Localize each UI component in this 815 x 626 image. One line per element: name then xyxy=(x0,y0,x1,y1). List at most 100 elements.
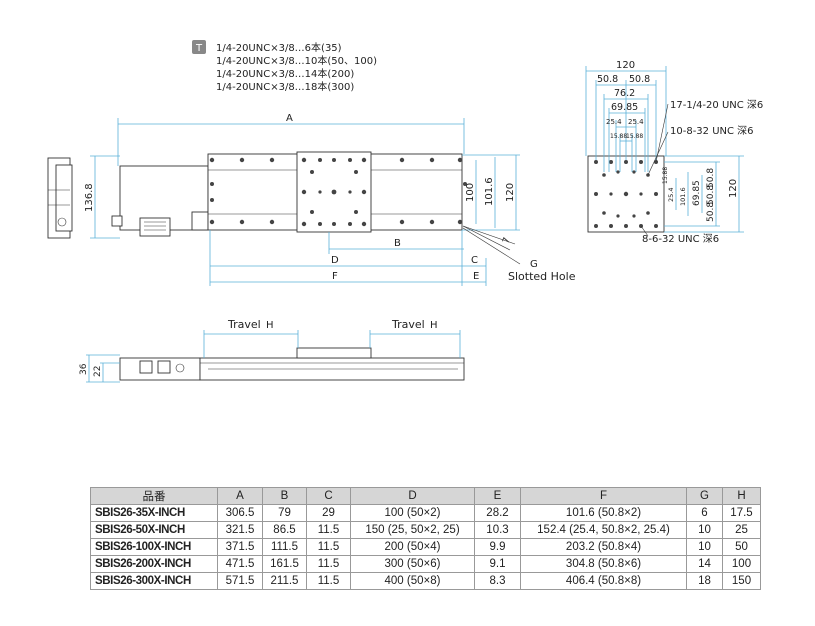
travel-left-label: Travel xyxy=(227,318,261,331)
left-end-view xyxy=(47,157,73,239)
svg-text:22: 22 xyxy=(93,366,103,377)
dim-d-c: D C xyxy=(209,230,487,286)
cell: 161.5 xyxy=(262,555,307,573)
svg-text:25.4: 25.4 xyxy=(667,188,675,202)
travel-right-label: Travel xyxy=(391,318,425,331)
cell: 304.8 (50.8×6) xyxy=(520,555,687,573)
svg-text:69.85: 69.85 xyxy=(692,180,702,206)
header-e: E xyxy=(474,487,521,505)
tap-note-line-1: 1/4-20UNC×3/8…6本(35) xyxy=(216,41,342,54)
side-view: Travel H Travel H 36 22 xyxy=(79,318,465,383)
right-end-view: 120 50.8 50.8 76.2 69.85 25.4 25.4 15.88… xyxy=(585,60,763,245)
header-f: F xyxy=(520,487,687,505)
tap-icon xyxy=(192,40,206,54)
cell: 100 (50×2) xyxy=(350,504,475,522)
svg-text:50.8: 50.8 xyxy=(629,74,650,85)
svg-text:E: E xyxy=(473,271,479,282)
rail-mounting-holes xyxy=(209,157,467,225)
svg-text:136.8: 136.8 xyxy=(84,183,95,212)
dim-f-e: F E xyxy=(210,271,486,283)
svg-text:15.88: 15.88 xyxy=(626,133,643,140)
header-h: H xyxy=(722,487,761,505)
cell: 10 xyxy=(686,521,723,539)
svg-text:50.8: 50.8 xyxy=(597,74,618,85)
cell: 10.3 xyxy=(474,521,521,539)
svg-text:120: 120 xyxy=(728,179,739,198)
svg-text:15.88: 15.88 xyxy=(662,167,669,184)
svg-text:25.4: 25.4 xyxy=(628,118,644,126)
cell: 306.5 xyxy=(217,504,263,522)
cell: 25 xyxy=(722,521,761,539)
cell: 101.6 (50.8×2) xyxy=(520,504,687,522)
svg-text:H: H xyxy=(430,320,438,331)
cell: 100 xyxy=(722,555,761,573)
cell-model: SBIS26-35X-INCH xyxy=(90,504,218,522)
cell: 6 xyxy=(686,504,723,522)
svg-text:50.8: 50.8 xyxy=(706,185,716,205)
svg-text:H: H xyxy=(266,320,274,331)
cell: 11.5 xyxy=(306,555,351,573)
svg-text:T: T xyxy=(195,43,203,54)
cell: 11.5 xyxy=(306,538,351,556)
cell: 321.5 xyxy=(217,521,263,539)
cell: 50 xyxy=(722,538,761,556)
slotted-hole-label: Slotted Hole xyxy=(508,270,576,283)
cell: 10 xyxy=(686,538,723,556)
cell-model: SBIS26-200X-INCH xyxy=(90,555,218,573)
technical-drawing: T 1/4-20UNC×3/8…6本(35) 1/4-20UNC×3/8…10本… xyxy=(47,40,763,383)
cell: 8.3 xyxy=(474,572,521,590)
svg-text:101.6: 101.6 xyxy=(484,177,495,206)
tap-note-line-4: 1/4-20UNC×3/8…18本(300) xyxy=(216,80,354,93)
cell: 406.4 (50.8×8) xyxy=(520,572,687,590)
cell: 300 (50×6) xyxy=(350,555,475,573)
cell: 17.5 xyxy=(722,504,761,522)
cell: 11.5 xyxy=(306,572,351,590)
callout-8-holes: 8-6-32 UNC 深6 xyxy=(642,233,719,245)
svg-text:B: B xyxy=(394,238,401,249)
cell: 152.4 (25.4, 50.8×2, 25.4) xyxy=(520,521,687,539)
header-c: C xyxy=(306,487,351,505)
slotted-hole-callout: 7 G Slotted Hole xyxy=(462,225,576,283)
cell: 9.9 xyxy=(474,538,521,556)
svg-text:G: G xyxy=(530,259,538,270)
cell: 28.2 xyxy=(474,504,521,522)
header-d: D xyxy=(350,487,475,505)
end-plate-holes xyxy=(594,160,658,228)
spec-table-header: 品番 A B C D E F G H xyxy=(90,487,761,505)
header-b: B xyxy=(262,487,307,505)
cell: 571.5 xyxy=(217,572,263,590)
svg-text:A: A xyxy=(286,113,293,124)
svg-text:101.6: 101.6 xyxy=(679,187,687,206)
svg-text:100: 100 xyxy=(465,183,476,202)
side-stage xyxy=(296,347,372,359)
cell: 371.5 xyxy=(217,538,263,556)
cell: 203.2 (50.8×4) xyxy=(520,538,687,556)
cell: 9.1 xyxy=(474,555,521,573)
table-row: SBIS26-300X-INCH 571.5 211.5 11.5 400 (5… xyxy=(90,572,761,590)
dim-136-8: 136.8 xyxy=(84,155,120,239)
svg-text:25.4: 25.4 xyxy=(606,118,622,126)
callout-10-holes: 10-8-32 UNC 深6 xyxy=(670,125,754,137)
dim-b: B xyxy=(328,232,464,254)
cell: 79 xyxy=(262,504,307,522)
cell-model: SBIS26-50X-INCH xyxy=(90,521,218,539)
dim-vertical-right: 100 101.6 120 xyxy=(462,154,520,231)
tap-note-block: T 1/4-20UNC×3/8…6本(35) 1/4-20UNC×3/8…10本… xyxy=(192,40,377,93)
top-view xyxy=(111,151,467,237)
cell: 150 xyxy=(722,572,761,590)
cell: 29 xyxy=(306,504,351,522)
table-row: SBIS26-100X-INCH 371.5 111.5 11.5 200 (5… xyxy=(90,538,761,556)
svg-text:C: C xyxy=(471,255,478,266)
svg-text:36: 36 xyxy=(79,363,89,375)
svg-text:120: 120 xyxy=(505,183,516,202)
cell: 14 xyxy=(686,555,723,573)
cell-model: SBIS26-300X-INCH xyxy=(90,572,218,590)
tap-note-line-3: 1/4-20UNC×3/8…14本(200) xyxy=(216,67,354,80)
svg-text:50.8: 50.8 xyxy=(706,168,716,188)
cell: 111.5 xyxy=(262,538,307,556)
cell: 400 (50×8) xyxy=(350,572,475,590)
svg-text:76.2: 76.2 xyxy=(614,88,635,99)
cell: 471.5 xyxy=(217,555,263,573)
svg-text:D: D xyxy=(331,255,339,266)
header-g: G xyxy=(686,487,723,505)
